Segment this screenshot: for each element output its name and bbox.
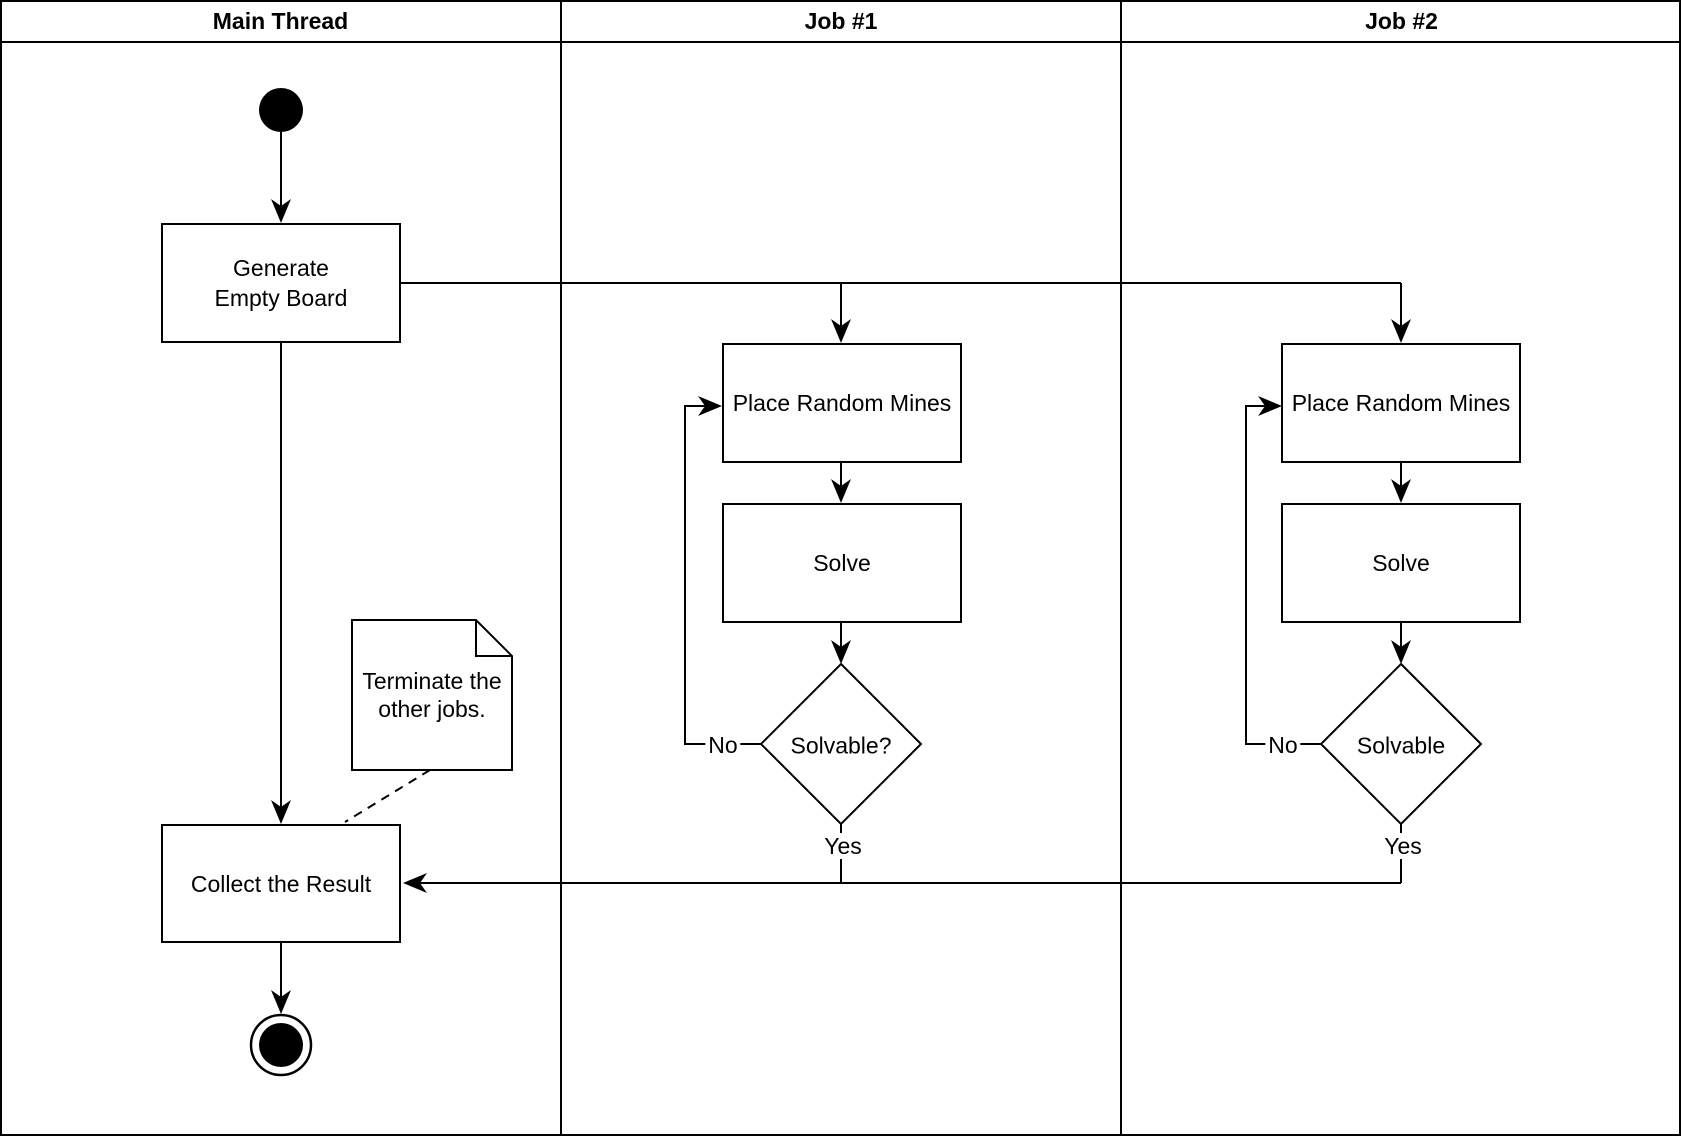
end-node-icon xyxy=(249,1013,313,1077)
note-fold-corner xyxy=(475,620,512,657)
note-link-dashed xyxy=(344,769,431,823)
lane-title: Main Thread xyxy=(212,7,349,34)
start-node-icon xyxy=(259,88,303,132)
arrowhead-into-job2-decision xyxy=(1391,640,1411,664)
arrowhead-into-job1-mines-top xyxy=(831,319,851,343)
arrowhead-into-collect-right xyxy=(403,873,427,893)
edges xyxy=(280,132,1402,998)
generate-empty-board-box: Generate Empty Board xyxy=(161,223,401,343)
job1-solve-box: Solve xyxy=(722,503,962,623)
job2-place-random-mines-box: Place Random Mines xyxy=(1281,343,1521,463)
lane-title: Job #1 xyxy=(804,7,878,34)
note-shape xyxy=(351,619,513,771)
arrowhead-into-job2-solve xyxy=(1391,479,1411,503)
collect-the-result-box: Collect the Result xyxy=(161,824,401,943)
job2-no-label: No xyxy=(1265,732,1301,758)
job2-decision-label: Solvable xyxy=(1356,732,1446,759)
arrowheads xyxy=(271,199,1411,1014)
arrowhead-into-generate xyxy=(271,199,291,223)
generate-empty-board-label: Generate Empty Board xyxy=(214,255,348,311)
note-outline xyxy=(351,619,513,771)
edge-generate-to-jobs xyxy=(401,282,1402,327)
job2-solve-label: Solve xyxy=(1372,550,1430,576)
lane-header-job-2: Job #2 xyxy=(1121,0,1682,42)
job2-place-random-mines-label: Place Random Mines xyxy=(1291,390,1511,416)
lane-header-main-thread: Main Thread xyxy=(0,0,561,42)
lane-title: Job #2 xyxy=(1365,7,1438,34)
arrowhead-into-end-node xyxy=(271,990,291,1014)
job1-solve-label: Solve xyxy=(813,550,871,576)
arrowhead-into-job1-solve xyxy=(831,479,851,503)
arrowhead-job2-loop-into-mines xyxy=(1258,396,1282,416)
arrowhead-into-job2-mines-top xyxy=(1391,319,1411,343)
job1-no-label: No xyxy=(705,732,741,758)
job1-decision-label: Solvable? xyxy=(790,732,892,759)
lane-header-job-1: Job #1 xyxy=(561,0,1121,42)
job2-decision-diamond xyxy=(1319,662,1483,826)
arrowhead-job1-loop-into-mines xyxy=(698,396,722,416)
job1-place-random-mines-label: Place Random Mines xyxy=(732,390,952,416)
job1-decision-diamond xyxy=(759,662,923,826)
note-text: Terminate the other jobs. xyxy=(362,668,502,722)
job2-yes-label: Yes xyxy=(1381,833,1425,859)
arrowhead-into-job1-decision xyxy=(831,640,851,664)
job1-yes-label: Yes xyxy=(821,833,865,859)
job1-place-random-mines-box: Place Random Mines xyxy=(722,343,962,463)
collect-the-result-label: Collect the Result xyxy=(190,870,372,897)
arrowhead-into-collect-top xyxy=(271,800,291,824)
end-node-inner-dot xyxy=(259,1023,303,1067)
job2-solve-box: Solve xyxy=(1281,503,1521,623)
